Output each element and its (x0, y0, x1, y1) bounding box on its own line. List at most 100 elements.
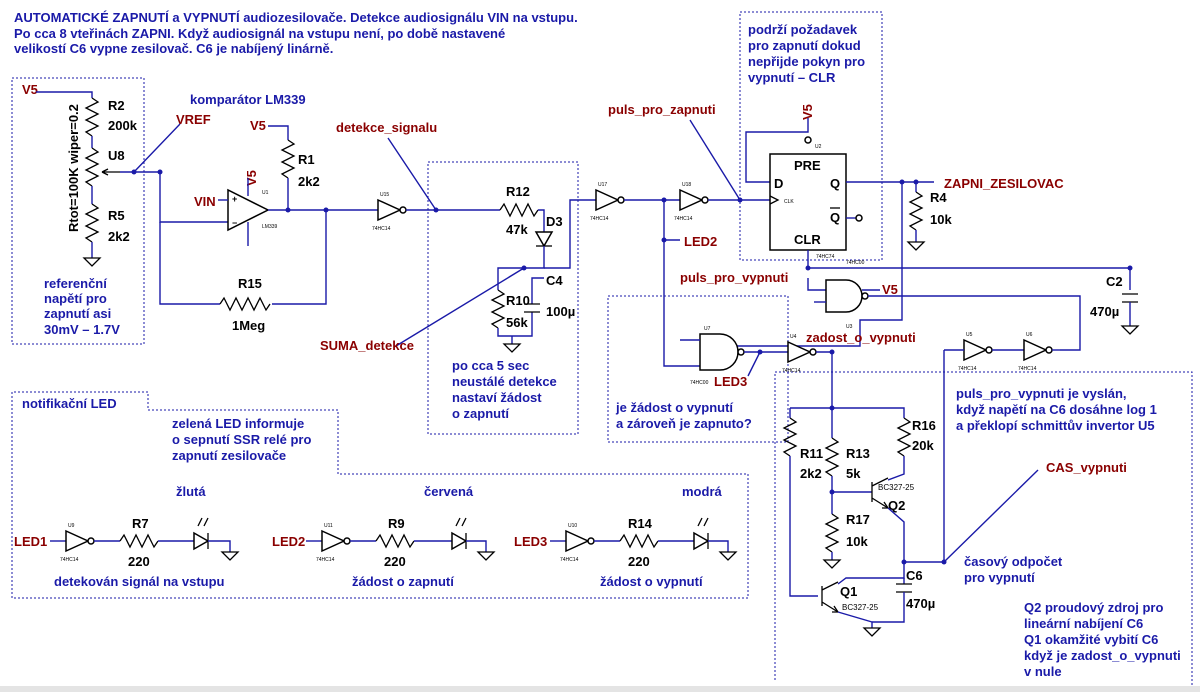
c4-capacitor (524, 303, 540, 313)
net-v5-ref: V5 (22, 82, 38, 97)
ground-q1 (862, 627, 882, 637)
svg-text:U6: U6 (1026, 332, 1033, 338)
net-led1-chain: LED1 (14, 534, 47, 549)
u11-inverter (321, 529, 346, 553)
r5-resistor (84, 203, 100, 243)
svg-text:CLK: CLK (784, 199, 794, 205)
c4-value: 100µ (546, 304, 575, 319)
ground-r4 (906, 241, 926, 251)
r16-value: 20k (912, 438, 934, 453)
c6-capacitor (896, 583, 912, 593)
r17-value: 10k (846, 534, 868, 549)
svg-text:+: + (232, 194, 237, 204)
net-zapni: ZAPNI_ZESILOVAC (944, 176, 1064, 191)
q2-transistor (871, 477, 889, 509)
svg-text:220: 220 (384, 554, 406, 569)
led2-desc: žádost o zapnutí (352, 574, 454, 589)
request-box (607, 295, 789, 443)
status-strip (0, 686, 1200, 692)
u5-inverter (963, 338, 988, 362)
net-led2: LED2 (684, 234, 717, 249)
c6-label: C6 (906, 568, 923, 583)
led2-diode (451, 531, 468, 551)
timer-box (774, 371, 1193, 690)
led1-desc: detekován signál na vstupu (54, 574, 225, 589)
r12-label: R12 (506, 184, 530, 199)
ref-note-4: 30mV – 1.7V (44, 322, 120, 337)
r15-value: 1Meg (232, 318, 265, 333)
led1-diode (193, 531, 210, 551)
r17-resistor (824, 513, 840, 553)
svg-text:74HC14: 74HC14 (316, 557, 335, 563)
cas-note-1: časový odpočet (964, 554, 1063, 569)
r5-label: R5 (108, 208, 125, 223)
podrzi-note-4: vypnutí – CLR (748, 70, 836, 85)
svg-text:R9: R9 (388, 516, 405, 531)
svg-text:U17: U17 (598, 182, 607, 188)
r10-resistor (490, 289, 506, 329)
svg-text:U7: U7 (704, 326, 711, 332)
r1-value: 2k2 (298, 174, 320, 189)
svg-text:74HC14: 74HC14 (1018, 366, 1037, 372)
net-detekce: detekce_signalu (336, 120, 437, 135)
buffer-stage: U17 74HC14 U18 74HC14 puls_pro_zapnuti L… (590, 102, 770, 367)
r11-label: R11 (800, 446, 823, 461)
notification-leds: notifikační LED zelená LED informuje o s… (14, 396, 738, 589)
svg-text:U15: U15 (380, 192, 389, 198)
reference-divider: V5 R2 200k U8 Rtot=100K wiper=0.2 R5 2k2… (22, 82, 138, 337)
ground-r17 (822, 559, 842, 569)
detection-box (427, 161, 579, 435)
net-vin: VIN (194, 194, 216, 209)
r1-resistor (280, 139, 296, 179)
det-note-4: o zapnutí (452, 406, 509, 421)
net-zadost: zadost_o_vypnuti (806, 330, 916, 345)
ref-note-3: zapnutí asi (44, 306, 111, 321)
net-suma: SUMA_detekce (320, 338, 414, 353)
header-line-2: Po cca 8 vteřinách ZAPNI. Když audiosign… (14, 26, 505, 41)
r2-resistor (84, 97, 100, 137)
net-led3-chain: LED3 (514, 534, 547, 549)
zluta-label: žlutá (176, 484, 206, 499)
rtot-label: Rtot=100K wiper=0.2 (66, 104, 81, 232)
r11-value: 2k2 (800, 466, 822, 481)
r14-resistor (619, 533, 659, 549)
cervena-label: červená (424, 484, 474, 499)
d3-label: D3 (546, 214, 563, 229)
r15-resistor (219, 296, 271, 312)
net-v5-nand: V5 (882, 282, 898, 297)
svg-text:74HC14: 74HC14 (590, 216, 609, 222)
net-led2-chain: LED2 (272, 534, 305, 549)
svg-text:74HC14: 74HC14 (782, 368, 801, 374)
header-line-1: AUTOMATICKÉ ZAPNUTÍ a VYPNUTÍ audiozesil… (14, 10, 578, 25)
svg-text:−: − (232, 218, 237, 228)
request-logic: U7 74HC00 LED3 U4 74HC14 zadost_o_vypnut… (615, 326, 916, 431)
u7-nand (699, 333, 739, 371)
modra-label: modrá (682, 484, 723, 499)
svg-text:74HC14: 74HC14 (560, 557, 579, 563)
det-note-1: po cca 5 sec (452, 358, 529, 373)
net-v5-comp: V5 (244, 170, 259, 186)
r17-label: R17 (846, 512, 870, 527)
zel-note-3: zapnutí zesilovače (172, 448, 286, 463)
ref-note-2: napětí pro (44, 291, 107, 306)
zel-note-1: zelená LED informuje (172, 416, 304, 431)
r13-label: R13 (846, 446, 870, 461)
ground-c4 (502, 343, 522, 353)
r4-value: 10k (930, 212, 952, 227)
c2-capacitor (1122, 293, 1138, 303)
q-note-5: v nule (1024, 664, 1062, 679)
svg-text:74HC00: 74HC00 (846, 260, 865, 266)
r13-resistor (824, 437, 840, 477)
u1-tag: U1 (262, 190, 269, 196)
c2-label: C2 (1106, 274, 1123, 289)
svg-text:U2: U2 (815, 144, 822, 150)
u17-inverter (595, 188, 620, 212)
timer-circuit: R11 2k2 R13 5k R16 20k BC327-25 Q2 R17 1… (782, 405, 1181, 679)
c4-label: C4 (546, 273, 563, 288)
svg-text:R7: R7 (132, 516, 149, 531)
u10-inverter (565, 529, 590, 553)
r16-label: R16 (912, 418, 936, 433)
svg-text:74HC00: 74HC00 (690, 380, 709, 386)
cas-note-2: pro vypnutí (964, 570, 1035, 585)
flipflop: podrží požadavek pro zapnutí dokud nepři… (701, 22, 1064, 356)
